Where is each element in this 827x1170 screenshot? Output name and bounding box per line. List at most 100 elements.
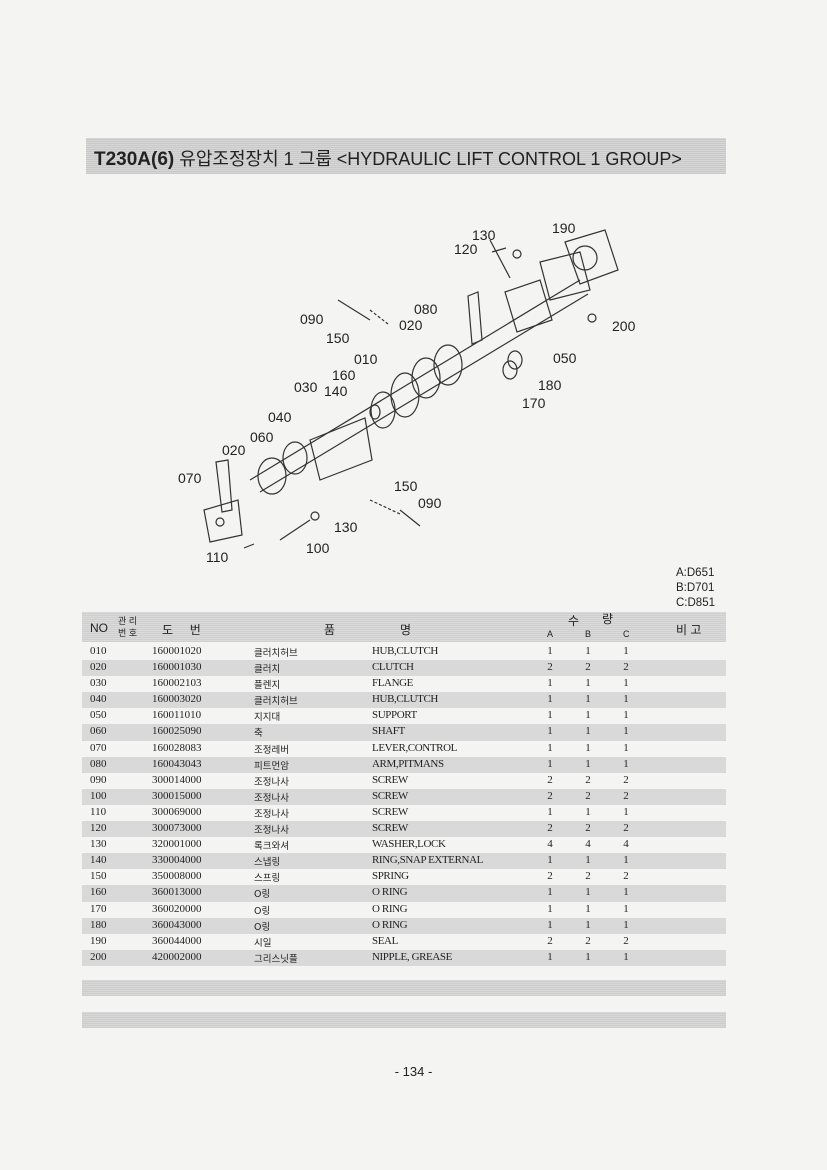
cell-part-number: 360043000 xyxy=(152,918,202,931)
cell-qty-c: 2 xyxy=(623,822,629,835)
english-title: <HYDRAULIC LIFT CONTROL 1 GROUP> xyxy=(336,149,682,169)
cell-part-number: 160003020 xyxy=(152,693,202,706)
cell-qty-b: 1 xyxy=(585,902,591,915)
cell-korean-name: 클러치허브 xyxy=(254,696,298,708)
cell-english-name: SCREW xyxy=(372,789,408,802)
cell-qty-a: 1 xyxy=(547,741,553,754)
cell-qty-a: 1 xyxy=(547,950,553,963)
page-title: T230A(6) 유압조정장치 1 그룹 <HYDRAULIC LIFT CON… xyxy=(94,145,682,171)
header-name-2: 명 xyxy=(400,623,412,637)
cell-qty-a: 1 xyxy=(547,918,553,931)
callout-010: 010 xyxy=(354,351,378,367)
cell-korean-name: 조정나사 xyxy=(254,776,289,788)
cell-no: 050 xyxy=(90,709,107,722)
cell-qty-b: 2 xyxy=(585,870,591,883)
cell-qty-b: 1 xyxy=(585,805,591,818)
page-number: - 134 - xyxy=(394,1064,433,1079)
cell-english-name: SCREW xyxy=(372,773,408,786)
cell-qty-c: 1 xyxy=(623,757,629,770)
callout-040: 040 xyxy=(268,409,292,425)
cell-qty-b: 4 xyxy=(585,838,591,851)
cell-part-number: 360044000 xyxy=(152,934,202,947)
cell-no: 180 xyxy=(90,918,107,931)
cell-part-number: 300015000 xyxy=(152,789,202,802)
cell-qty-b: 1 xyxy=(585,693,591,706)
cell-english-name: SHAFT xyxy=(372,725,405,738)
cell-qty-b: 1 xyxy=(585,854,591,867)
title-bar: T230A(6) 유압조정장치 1 그룹 <HYDRAULIC LIFT CON… xyxy=(86,138,726,174)
cell-korean-name: 스프링 xyxy=(254,873,281,885)
cell-part-number: 300069000 xyxy=(152,805,202,818)
cell-qty-c: 1 xyxy=(623,677,629,690)
cell-no: 030 xyxy=(90,677,107,690)
korean-title: 유압조정장치 1 그룹 xyxy=(179,149,332,169)
callout-070: 070 xyxy=(178,470,202,486)
cell-part-number: 160028083 xyxy=(152,741,202,754)
callout-060: 060 xyxy=(250,429,274,445)
callout-120: 120 xyxy=(454,241,478,257)
cell-qty-a: 1 xyxy=(547,725,553,738)
cell-qty-c: 2 xyxy=(623,789,629,802)
exploded-parts-diagram: 130 190 120 090 080 150 020 200 010 050 … xyxy=(178,220,636,565)
callout-180: 180 xyxy=(538,377,562,393)
header-c: C xyxy=(623,629,630,639)
cell-qty-a: 1 xyxy=(547,757,553,770)
cell-qty-b: 1 xyxy=(585,950,591,963)
callout-090-bottom: 090 xyxy=(418,495,442,511)
cell-korean-name: 시일 xyxy=(254,937,272,949)
header-remarks: 비 고 xyxy=(676,623,702,637)
callout-130-top: 130 xyxy=(472,227,496,243)
cell-qty-a: 2 xyxy=(547,870,553,883)
cell-part-number: 300014000 xyxy=(152,773,202,786)
cell-qty-c: 1 xyxy=(623,741,629,754)
cell-no: 150 xyxy=(90,870,107,883)
cell-qty-b: 2 xyxy=(585,822,591,835)
cell-no: 090 xyxy=(90,773,107,786)
cell-english-name: SCREW xyxy=(372,822,408,835)
callout-150-bottom: 150 xyxy=(394,478,418,494)
cell-qty-b: 1 xyxy=(585,725,591,738)
callout-200: 200 xyxy=(612,318,636,334)
cell-no: 060 xyxy=(90,725,107,738)
cell-qty-b: 1 xyxy=(585,645,591,657)
cell-no: 010 xyxy=(90,645,107,657)
cell-part-number: 320001000 xyxy=(152,838,202,851)
cell-english-name: NIPPLE, GREASE xyxy=(372,950,452,963)
cell-no: 140 xyxy=(90,854,107,867)
cell-qty-c: 1 xyxy=(623,902,629,915)
cell-qty-b: 1 xyxy=(585,886,591,899)
cell-no: 080 xyxy=(90,757,107,770)
cell-no: 040 xyxy=(90,693,107,706)
cell-english-name: LEVER,CONTROL xyxy=(372,741,457,754)
model-c: C:D851 xyxy=(676,597,715,609)
callout-110: 110 xyxy=(206,549,229,565)
callout-130-bottom: 130 xyxy=(334,519,358,535)
callout-100: 100 xyxy=(306,540,330,556)
cell-no: 020 xyxy=(90,661,107,674)
cell-no: 120 xyxy=(90,822,107,835)
cell-english-name: O RING xyxy=(372,918,408,931)
cell-english-name: O RING xyxy=(372,886,408,899)
cell-qty-c: 1 xyxy=(623,725,629,738)
cell-english-name: CLUTCH xyxy=(372,661,414,674)
cell-part-number: 160001030 xyxy=(152,661,202,674)
cell-no: 110 xyxy=(90,805,107,818)
cell-english-name: RING,SNAP EXTERNAL xyxy=(372,854,483,867)
callout-090-top: 090 xyxy=(300,311,324,327)
callout-160: 160 xyxy=(332,367,356,383)
cell-qty-c: 2 xyxy=(623,870,629,883)
cell-korean-name: 록크와셔 xyxy=(254,841,289,853)
